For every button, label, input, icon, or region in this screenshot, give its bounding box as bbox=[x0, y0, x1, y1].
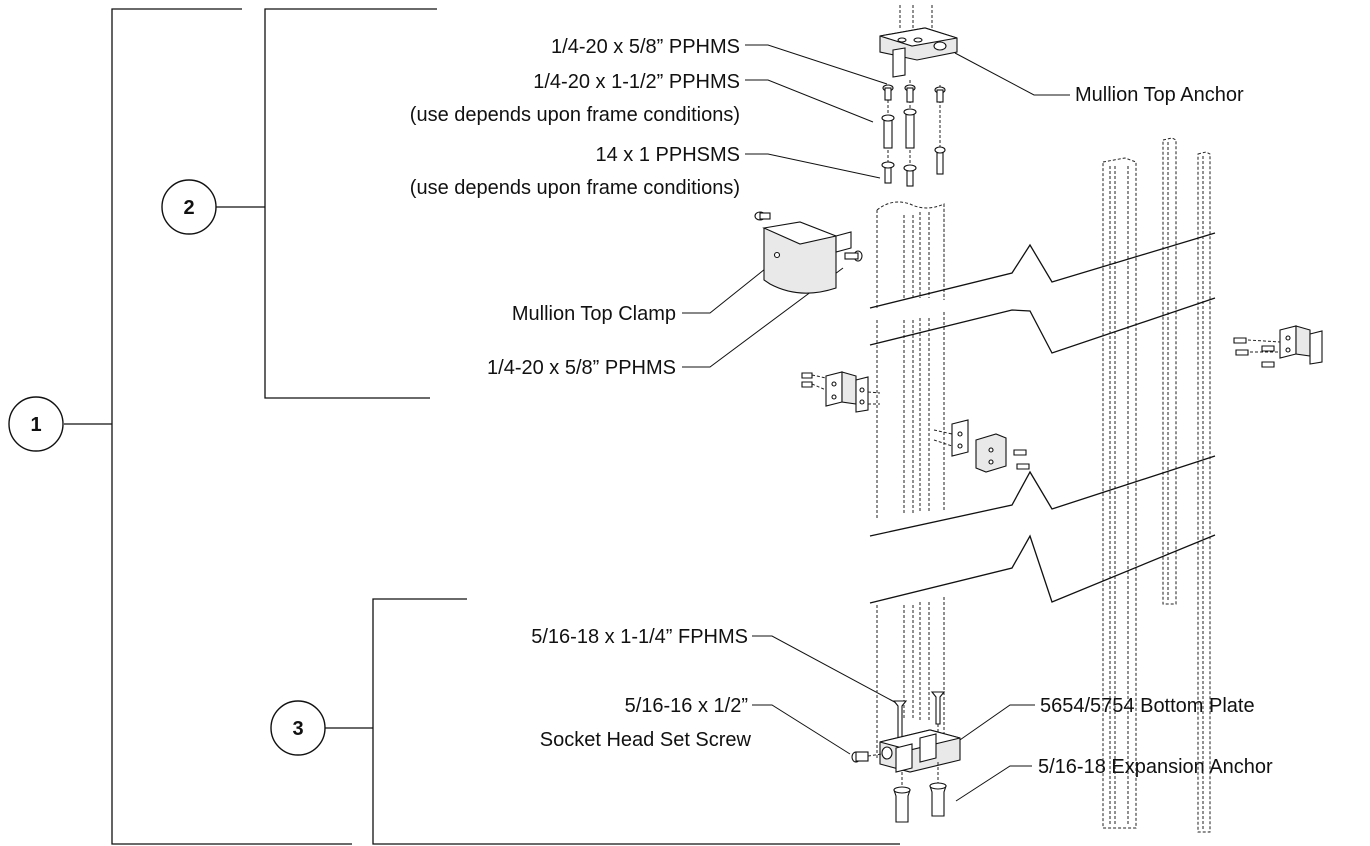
label-set-screw: 5/16-16 x 1/2” bbox=[625, 695, 748, 717]
callout-3: 3 bbox=[270, 700, 326, 756]
expansion-anchors bbox=[893, 762, 947, 823]
callout-2-number: 2 bbox=[183, 197, 194, 219]
mullion-top-clamp bbox=[754, 211, 863, 294]
label-screw-top-long: 1/4-20 x 1-1/2” PPHMS bbox=[533, 71, 740, 93]
label-set-screw-note: Socket Head Set Screw bbox=[540, 729, 752, 751]
callout-2: 2 bbox=[161, 179, 217, 235]
callout-1-number: 1 bbox=[30, 414, 41, 436]
set-screw bbox=[851, 751, 883, 763]
vertical-frame-members bbox=[1102, 137, 1211, 833]
top-anchor-fasteners bbox=[881, 80, 946, 187]
label-bottom-plate: 5654/5754 Bottom Plate bbox=[1040, 695, 1255, 717]
label-screw-top-long-note: (use depends upon frame conditions) bbox=[410, 104, 740, 126]
shear-clip-center bbox=[933, 419, 1030, 473]
leader-lines bbox=[682, 44, 1070, 802]
label-screw-sheet-note: (use depends upon frame conditions) bbox=[410, 177, 740, 199]
callout-1: 1 bbox=[8, 396, 64, 452]
shear-clip-left bbox=[801, 371, 881, 413]
label-top-clamp: Mullion Top Clamp bbox=[512, 303, 676, 325]
bracket-group-3 bbox=[325, 598, 900, 845]
label-bottom-fphms: 5/16-18 x 1-1/4” FPHMS bbox=[531, 626, 748, 648]
label-expansion-anchor: 5/16-18 Expansion Anchor bbox=[1038, 756, 1273, 778]
mullion-extrusion bbox=[876, 201, 945, 760]
label-screw-sheet: 14 x 1 PPHSMS bbox=[595, 144, 740, 166]
shear-clip-right bbox=[1233, 325, 1323, 368]
label-clamp-screw: 1/4-20 x 5/8” PPHMS bbox=[487, 357, 676, 379]
bottom-plate bbox=[879, 729, 961, 773]
callout-3-number: 3 bbox=[292, 718, 303, 740]
bracket-group-1 bbox=[64, 8, 352, 845]
mullion-top-anchor bbox=[879, 5, 958, 78]
break-lines bbox=[869, 232, 1216, 604]
bracket-group-2 bbox=[216, 8, 437, 399]
label-top-anchor: Mullion Top Anchor bbox=[1075, 84, 1244, 106]
label-screw-top-short: 1/4-20 x 5/8” PPHMS bbox=[551, 36, 740, 58]
